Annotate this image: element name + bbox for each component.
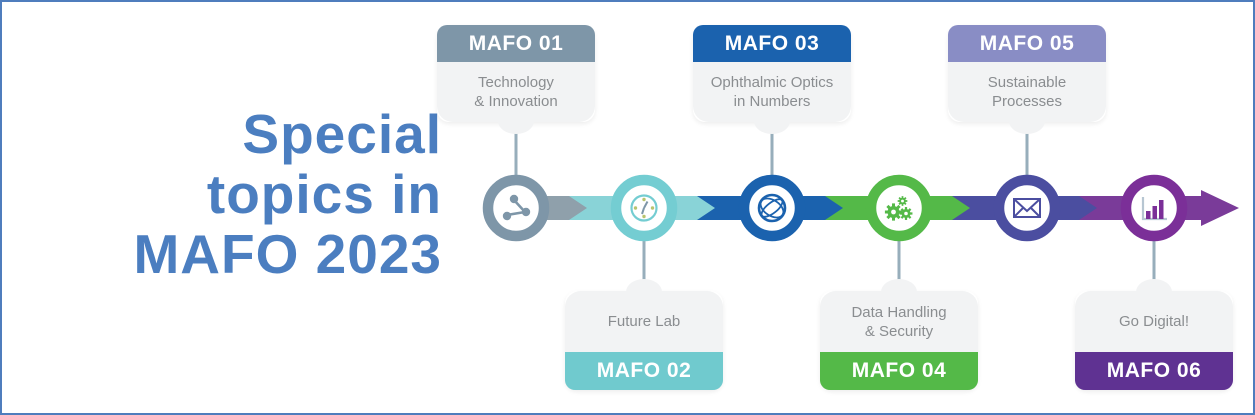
topic-line: Technology xyxy=(478,74,554,91)
title-line-2: topics in xyxy=(206,163,442,225)
title-line-1: Special xyxy=(242,103,442,165)
connector-lines xyxy=(514,133,1156,284)
mafo-02-card: Future Lab MAFO 02 xyxy=(565,279,723,390)
node-mafo-03 xyxy=(738,174,806,242)
card-tail xyxy=(754,121,790,134)
card-tail xyxy=(1009,121,1045,134)
timeline-nodes xyxy=(482,174,1188,242)
node-mafo-05 xyxy=(993,174,1061,242)
globe-icon xyxy=(757,193,787,223)
topic-line: Sustainable xyxy=(987,74,1067,91)
mafo-04-topic: Data Handling & Security xyxy=(820,291,978,352)
topic-line: Processes xyxy=(991,93,1063,110)
mafo-02-topic: Future Lab xyxy=(565,291,723,352)
mafo-04-card: Data Handling & Security MAFO 04 xyxy=(820,279,978,390)
card-tail xyxy=(881,279,917,292)
topic-line: Go Digital! xyxy=(1118,313,1190,330)
topic-line: & Security xyxy=(864,322,934,340)
mafo-06-card: Go Digital! MAFO 06 xyxy=(1075,279,1233,390)
topic-line: Data Handling xyxy=(851,303,947,321)
page-title: Special topics in MAFO 2023 xyxy=(52,104,442,284)
share-icon xyxy=(502,194,531,221)
mafo-05-topic: Sustainable Processes xyxy=(948,62,1106,122)
mafo-03-label: MAFO 03 xyxy=(693,25,851,62)
clock-icon xyxy=(630,194,658,222)
topic-line: in Numbers xyxy=(733,93,811,110)
card-tail xyxy=(626,279,662,292)
gears-icon xyxy=(884,196,913,221)
mafo-03-topic: Ophthalmic Optics in Numbers xyxy=(693,62,851,122)
topic-line: Future Lab xyxy=(607,313,681,330)
mafo-02-label: MAFO 02 xyxy=(565,352,723,390)
mafo-03-card: MAFO 03 Ophthalmic Optics in Numbers xyxy=(693,25,851,134)
card-tail xyxy=(1136,279,1172,292)
mafo-06-label: MAFO 06 xyxy=(1075,352,1233,390)
mafo-04-label: MAFO 04 xyxy=(820,352,978,390)
topic-line: & Innovation xyxy=(474,93,558,110)
node-mafo-01 xyxy=(482,174,550,242)
mafo-06-topic: Go Digital! xyxy=(1075,291,1233,352)
mafo-05-card: MAFO 05 Sustainable Processes xyxy=(948,25,1106,134)
title-line-3: MAFO 2023 xyxy=(133,223,442,285)
envelope-icon xyxy=(1013,198,1041,218)
bar-chart-icon xyxy=(1141,197,1167,221)
mafo-01-card: MAFO 01 Technology & Innovation xyxy=(437,25,595,134)
mafo-01-topic: Technology & Innovation xyxy=(437,62,595,122)
mafo-05-label: MAFO 05 xyxy=(948,25,1106,62)
mafo-01-label: MAFO 01 xyxy=(437,25,595,62)
card-tail xyxy=(498,121,534,134)
topic-line: Ophthalmic Optics xyxy=(710,74,834,91)
